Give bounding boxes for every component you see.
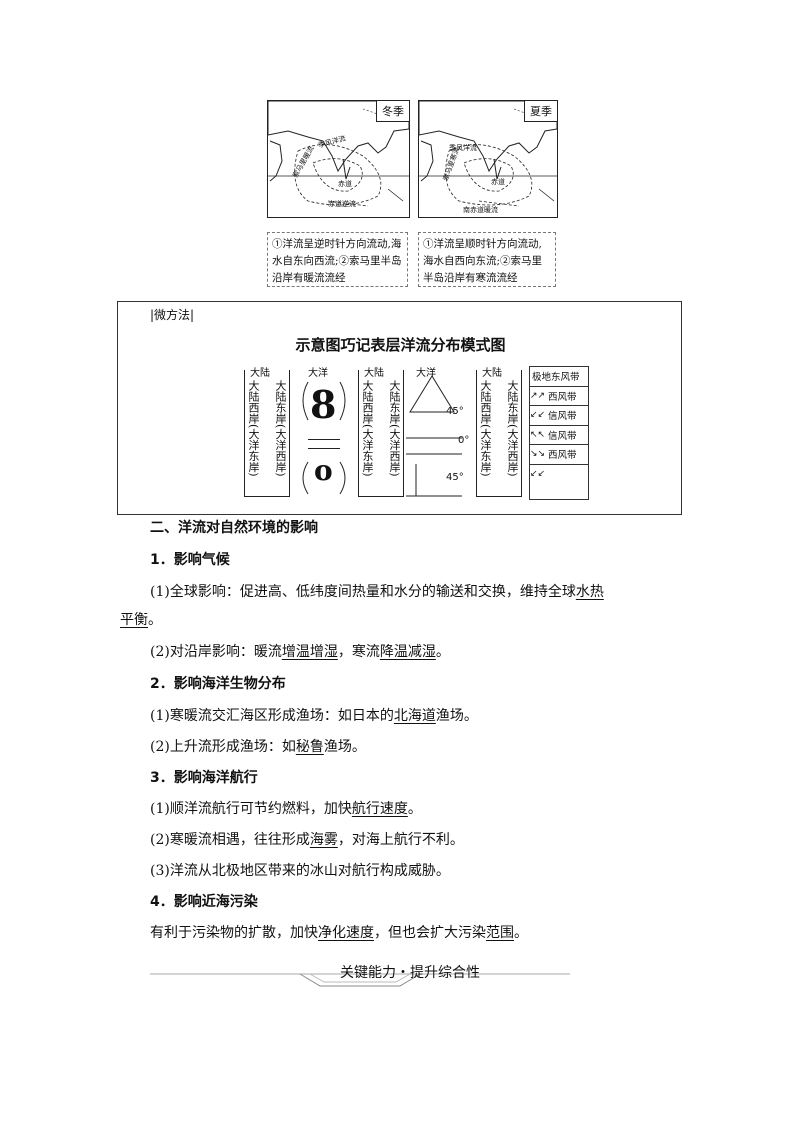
para-global-text: (1)全球影响：促进高、低纬度间热量和水分的输送和交换，维持全球 bbox=[150, 584, 576, 600]
ocean-divider-1 bbox=[308, 439, 340, 440]
answer-fog: 海雾 bbox=[309, 832, 338, 848]
legend-row-trade-n: ↙↙信风带 bbox=[530, 406, 588, 426]
wind-arrow-icon: ↙↙ bbox=[530, 468, 546, 479]
heading-navigation: 3．影响海洋航行 bbox=[150, 770, 258, 786]
continent-3-east: 大陆东岸(大洋西岸) bbox=[506, 380, 519, 477]
wind-arrow-icon: ↗↗ bbox=[530, 390, 546, 401]
continent-right-label: 大陆 bbox=[364, 368, 384, 379]
legend-row-westerly-s: ↘↘西风带 bbox=[530, 445, 588, 465]
method-box: |微方法| 示意图巧记表层洋流分布模式图 大陆 大陆西岸(大洋东岸) 大陆东岸(… bbox=[117, 301, 682, 515]
answer-speed: 航行速度 bbox=[351, 801, 408, 817]
para-fishery-1-a: (1)寒暖流交汇海区形成渔场：如日本的 bbox=[150, 708, 394, 724]
answer-water-heat: 水热 bbox=[575, 584, 604, 600]
ocean-divider-2 bbox=[308, 448, 340, 449]
continent-3-label: 大陆 bbox=[482, 368, 502, 379]
para-fishery-2-a: (2)上升流形成渔场：如 bbox=[150, 739, 296, 755]
legend-label-0: 极地东风带 bbox=[532, 372, 580, 384]
ocean-gyre-arrows bbox=[302, 381, 346, 495]
winter-equator-label: 赤道 bbox=[338, 180, 352, 188]
para-fishery-1: (1)寒暖流交汇海区形成渔场：如日本的北海道渔场。 bbox=[150, 704, 478, 728]
winter-counter-label: 赤道逆流 bbox=[328, 200, 356, 208]
answer-purify: 净化速度 bbox=[318, 925, 374, 941]
para-pollution-b: ，但也会扩大污染 bbox=[374, 925, 486, 941]
summer-counter-label: 南赤道暖流 bbox=[463, 206, 498, 214]
para-nav-2-b: ，对海上航行不利。 bbox=[337, 832, 464, 848]
para-global: (1)全球影响：促进高、低纬度间热量和水分的输送和交换，维持全球水热 bbox=[150, 580, 680, 604]
continent-left-east: 大陆东岸(大洋西岸) bbox=[274, 380, 287, 477]
legend-row-polar: 极地东风带 bbox=[530, 367, 588, 387]
summer-current-label: 季风洋流 bbox=[449, 144, 477, 152]
para-nav-2-a: (2)寒暖流相遇，往往形成 bbox=[150, 832, 310, 848]
lat-45n: 45° bbox=[446, 406, 464, 417]
section-heading: 二、洋流对自然环境的影响 bbox=[150, 520, 318, 536]
continent-right-west: 大陆西岸(大洋东岸) bbox=[361, 380, 374, 477]
para-fishery-2: (2)上升流形成渔场：如秘鲁渔场。 bbox=[150, 735, 366, 759]
heading-pollution: 4．影响近海污染 bbox=[150, 894, 258, 910]
answer-hokkaido: 北海道 bbox=[393, 708, 436, 724]
wind-belt-legend: 极地东风带 ↗↗西风带 ↙↙信风带 ↖↖信风带 ↘↘西风带 ↙↙ bbox=[529, 366, 589, 500]
winter-map-drawing bbox=[268, 101, 409, 207]
lat-45s: 45° bbox=[446, 472, 464, 483]
continent-3-west: 大陆西岸(大洋东岸) bbox=[479, 380, 492, 477]
para-pollution-c: 。 bbox=[514, 925, 528, 941]
heading-marine-life: 2．影响海洋生物分布 bbox=[150, 676, 286, 692]
continent-left-frame bbox=[244, 370, 290, 497]
para-global-cont: 平衡。 bbox=[120, 608, 162, 632]
continent-3-frame bbox=[476, 370, 522, 497]
summer-map: 夏季 季风洋流 索马里寒流 赤道 南赤道暖流 bbox=[418, 100, 558, 218]
continent-left-west: 大陆西岸(大洋东岸) bbox=[247, 380, 260, 477]
summer-map-drawing bbox=[419, 101, 557, 207]
para-fishery-1-b: 渔场。 bbox=[435, 708, 478, 724]
banner-decoration bbox=[150, 973, 570, 987]
lat-0: 0° bbox=[458, 435, 470, 446]
para-nav-1-a: (1)顺洋流航行可节约燃料，加快 bbox=[150, 801, 352, 817]
para-pollution-a: 有利于污染物的扩散，加快 bbox=[150, 925, 318, 941]
answer-cold-effect: 降温减湿 bbox=[379, 644, 436, 660]
continent-left-label: 大陆 bbox=[250, 368, 270, 379]
para-nav-3: (3)洋流从北极地区带来的冰山对航行构成威胁。 bbox=[150, 863, 450, 879]
para-global-end: 。 bbox=[148, 612, 162, 628]
answer-balance: 平衡 bbox=[120, 612, 148, 628]
para-coast-a: (2)对沿岸影响：暖流 bbox=[150, 644, 282, 660]
winter-note: ①洋流呈逆时针方向流动,海水自东向西流;②索马里半岛沿岸有暖流流经 bbox=[267, 232, 408, 287]
legend-row-westerly-n: ↗↗西风带 bbox=[530, 387, 588, 406]
continent-right-east: 大陆东岸(大洋西岸) bbox=[388, 380, 401, 477]
heading-climate: 1．影响气候 bbox=[150, 552, 230, 568]
banner-title: 关键能力・提升综合性 bbox=[340, 965, 480, 981]
para-pollution: 有利于污染物的扩散，加快净化速度，但也会扩大污染范围。 bbox=[150, 921, 528, 945]
summer-equator-label: 赤道 bbox=[491, 178, 505, 186]
para-coast: (2)对沿岸影响：暖流增温增湿，寒流降温减湿。 bbox=[150, 640, 450, 664]
para-coast-b: ，寒流 bbox=[337, 644, 380, 660]
summer-note: ①洋流呈顺时针方向流动,海水自西向东流;②索马里半岛沿岸有寒流流经 bbox=[418, 232, 556, 287]
legend-label-4: 西风带 bbox=[548, 450, 577, 462]
legend-label-3: 信风带 bbox=[548, 430, 577, 442]
legend-row-polar-icon: ↙↙ bbox=[530, 465, 588, 484]
wind-arrow-icon: ↘↘ bbox=[530, 449, 546, 460]
legend-label-1: 西风带 bbox=[548, 391, 577, 403]
para-fishery-2-b: 渔场。 bbox=[323, 739, 366, 755]
answer-warm-effect: 增温增湿 bbox=[281, 644, 338, 660]
wind-arrow-icon: ↙↙ bbox=[530, 410, 546, 421]
para-coast-c: 。 bbox=[435, 644, 450, 660]
para-nav-1: (1)顺洋流航行可节约燃料，加快航行速度。 bbox=[150, 797, 422, 821]
answer-range: 范围 bbox=[486, 925, 514, 941]
ocean-triangle-arrows bbox=[406, 375, 462, 497]
digit-o: o bbox=[314, 454, 333, 487]
method-tag: |微方法| bbox=[150, 308, 195, 322]
winter-map: 冬季 季风洋流 索马里暖流 赤道 赤道逆流 bbox=[267, 100, 410, 218]
ocean-label-2: 大洋 bbox=[416, 368, 436, 379]
ocean-label-1: 大洋 bbox=[308, 368, 328, 379]
legend-row-trade-s: ↖↖信风带 bbox=[530, 426, 588, 445]
continent-right-frame bbox=[358, 370, 404, 497]
method-title: 示意图巧记表层洋流分布模式图 bbox=[295, 336, 506, 354]
winter-season-label: 冬季 bbox=[376, 101, 409, 122]
para-nav-2: (2)寒暖流相遇，往往形成海雾，对海上航行不利。 bbox=[150, 828, 464, 852]
answer-peru: 秘鲁 bbox=[295, 739, 324, 755]
legend-label-2: 信风带 bbox=[548, 411, 577, 423]
wind-arrow-icon: ↖↖ bbox=[530, 429, 546, 440]
digit-eight: 8 bbox=[310, 382, 337, 427]
para-nav-1-b: 。 bbox=[407, 801, 422, 817]
summer-season-label: 夏季 bbox=[524, 101, 557, 122]
